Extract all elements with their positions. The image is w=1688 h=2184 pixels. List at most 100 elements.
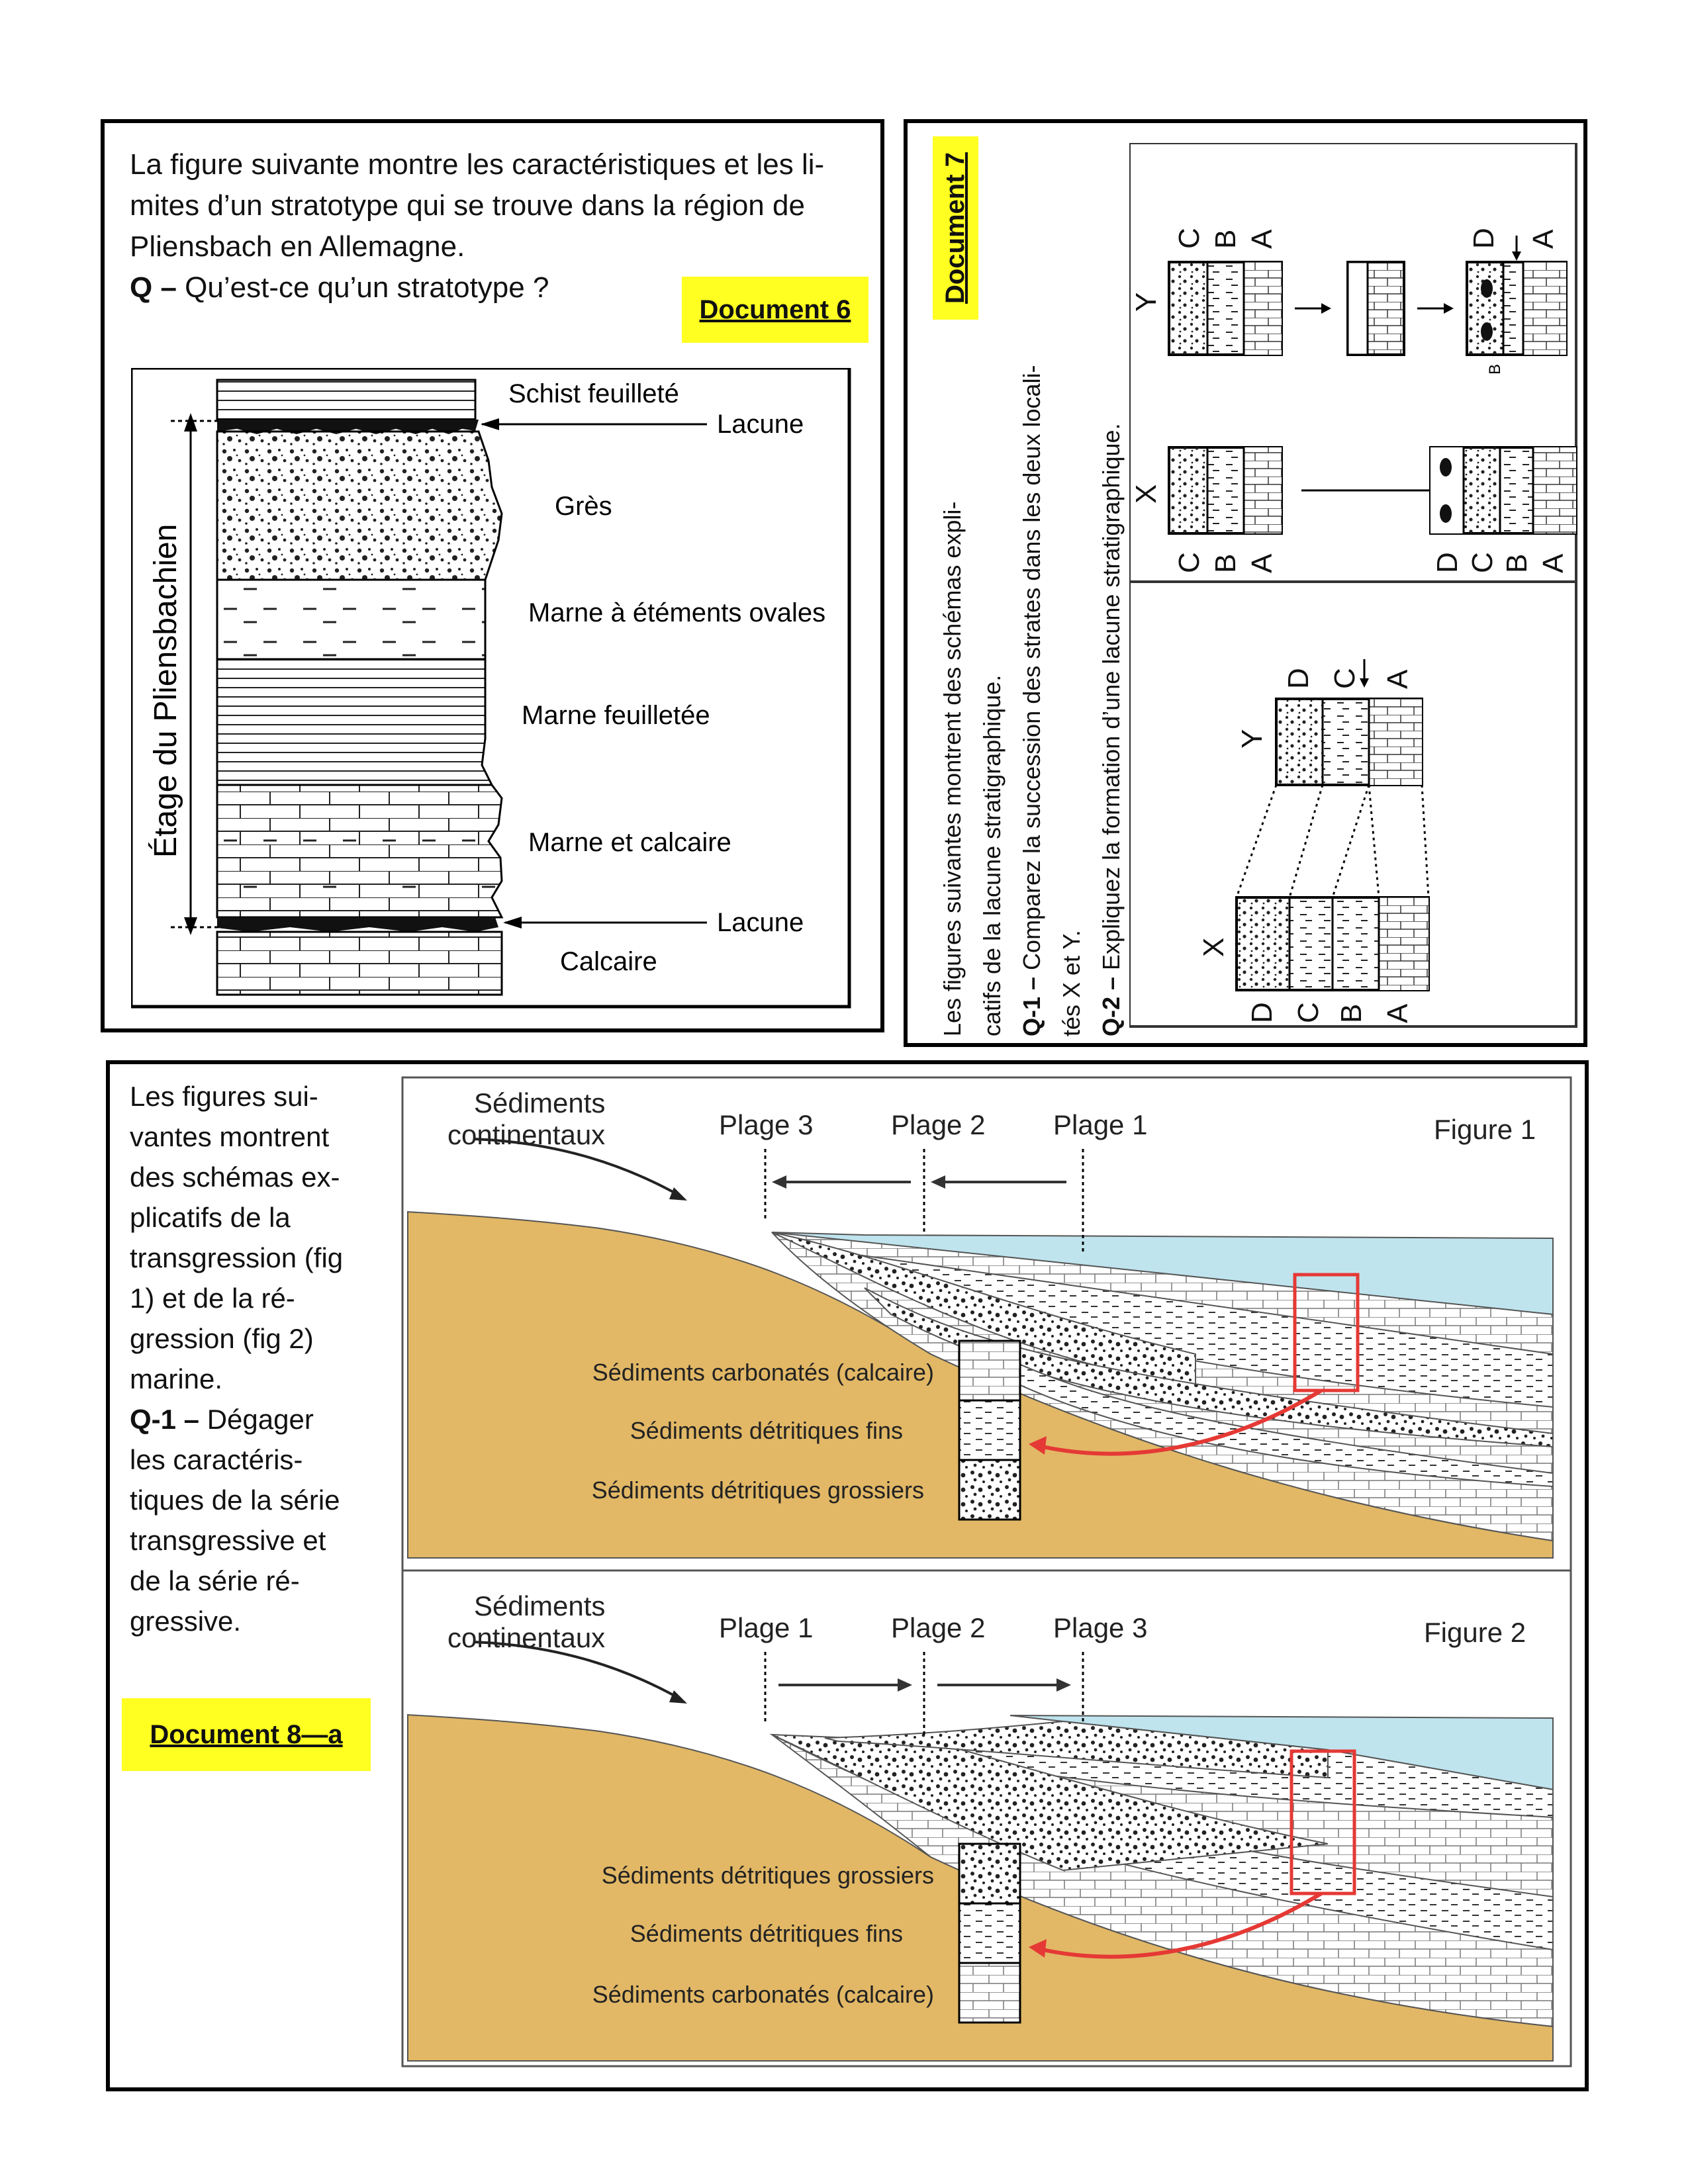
d-label-bottom-x: D [1246,1002,1278,1023]
figure-1: Sédiments continentaux Plage 3 Plage 2 P… [407,1083,1566,1565]
doc8-intro-line-1: vantes montrent [130,1121,330,1152]
doc7-q1-text: Comparez la succession des strates dans … [1018,365,1045,977]
doc7-q2: Q-2 – Expliquez la formation d’une lacun… [1092,365,1131,1036]
b-label-x2: B [1501,554,1533,573]
figure-2: Sédiments continentaux Plage 1 Plage 2 P… [407,1579,1566,2062]
y-label-bottom: Y [1236,729,1268,749]
document-8a-panel: Les figures sui- vantes montrent des sch… [106,1060,1589,2091]
doc7-q1-line2: tés X et Y. [1058,930,1085,1036]
stage-label: Étage du Pliensbachien [148,524,183,858]
x-column-initial [1168,446,1283,535]
doc7-line2: catifs de la lacune stratigraphique. [978,674,1006,1036]
doc7-q2-text: Expliquez la formation d’une lacune stra… [1098,423,1125,977]
a-label-top-final: A [1527,229,1560,249]
doc8-intro-line-3: plicatifs de la [130,1202,291,1233]
fig1-legend-0: Sédiments carbonatés (calcaire) [592,1359,934,1386]
a-label-top: A [1246,229,1278,249]
c-label-x2: C [1466,552,1499,573]
label-marne-feuilletee: Marne feuilletée [522,701,710,730]
doc6-text-line1: La figure suivante montre les caractéris… [130,148,825,181]
fig2-legend-2: Sédiments carbonatés (calcaire) [592,1981,934,2008]
doc8-intro-line-4: transgression (fig [130,1242,344,1273]
d-label-top-final: D [1468,228,1500,249]
c-label-bottom-x: C [1292,1002,1325,1023]
b-label-small: B [1486,364,1504,375]
fig1-plage-1: Plage 1 [1053,1109,1147,1140]
label-marne-calcaire: Marne et calcaire [528,828,731,857]
fig2-continental-1: Sédiments [474,1590,605,1621]
c-label-bottom-y: C [1329,668,1361,689]
a-label-bottom-y: A [1382,669,1414,689]
b-label-top: B [1209,230,1242,249]
fig1-plage-2: Plage 2 [891,1109,985,1140]
b-label-x1: B [1209,554,1242,573]
doc6-text-line3: Pliensbach en Allemagne. [130,230,465,263]
y-correlation-column [1275,698,1423,786]
doc8-intro-line-0: Les figures sui- [130,1081,318,1112]
doc6-badge: Document 6 [682,277,868,343]
doc6-question-text: Qu’est-ce qu’un stratotype ? [176,271,549,304]
b-label-bottom-x: B [1335,1004,1368,1023]
transgression-regression-figures: Sédiments continentaux Plage 3 Plage 2 P… [401,1076,1572,2068]
label-calcaire: Calcaire [560,947,657,976]
doc8-badge: Document 8—a [122,1698,371,1771]
doc6-question: Q – Qu’est-ce qu’un stratotype ? [130,267,549,308]
label-lacune-bottom: Lacune [717,908,804,937]
lacune-diagrams: Y C B A D A X C B A D C B A B [1129,143,1577,1028]
fig1-legend-1: Sédiments détritiques fins [630,1417,903,1444]
document-7-panel: Document 7 Les figures suivantes montren… [904,119,1587,1047]
d-label-x2: D [1431,552,1464,573]
fig2-plage-3: Plage 3 [1053,1612,1147,1643]
y-column-eroded [1346,261,1405,356]
doc8-intro: Les figures sui- vantes montrent des sch… [130,1076,343,1641]
label-schist: Schist feuilleté [508,379,679,408]
fig1-legend-2: Sédiments détritiques grossiers [592,1477,924,1504]
doc7-badge-wrap: Document 7 [933,136,978,320]
fig2-continental-2: continentaux [447,1622,605,1653]
doc7-q2-label: Q-2 – [1098,976,1125,1036]
y-column-initial [1168,261,1283,356]
label-gres: Grès [555,492,612,521]
doc7-badge: Document 7 [933,136,978,320]
x-correlation-column [1235,896,1430,991]
fig1-continental-2: continentaux [447,1119,605,1150]
doc8-q1-line-2: tiques de la série [130,1484,340,1516]
fig2-plage-1: Plage 1 [719,1612,813,1643]
y-label-top: Y [1130,293,1162,312]
label-lacune-top: Lacune [717,410,804,439]
doc7-q1-label: Q-1 – [1018,976,1045,1036]
doc8-q1-line-3: transgressive et [130,1525,326,1556]
doc8-q1-line-5: gressive. [130,1606,242,1637]
y-column-final [1466,261,1568,356]
label-marne-ovale: Marne à étéments ovales [528,598,825,627]
fig2-title: Figure 2 [1424,1617,1526,1648]
a-label-bottom-x: A [1382,1003,1414,1023]
c-label-top: C [1173,228,1205,249]
doc8-q1-line-4: de la série ré- [130,1565,300,1596]
fig1-continental-1: Sédiments [474,1087,605,1118]
doc7-text: Les figures suivantes montrent des schém… [933,365,1131,1036]
fig1-title: Figure 1 [1434,1114,1536,1145]
doc6-text-line2: mites d’un stratotype qui se trouve dans… [130,189,805,222]
x-column-final [1429,446,1577,535]
doc8-q1-first: Dégager [199,1404,314,1435]
doc7-q1: Q-1 – Comparez la succession des strates… [1012,365,1052,1036]
fig1-plage-3: Plage 3 [719,1109,813,1140]
a-label-x1: A [1246,553,1278,573]
stratotype-figure: Schist feuilleté Lacune Grès Marne à été… [131,368,851,1009]
doc8-q1-line-1: les caractéris- [130,1444,303,1475]
fig2-legend-1: Sédiments détritiques fins [630,1920,903,1947]
doc8-q1-label: Q-1 – [130,1404,200,1435]
doc8-intro-line-6: gression (fig 2) [130,1323,314,1354]
document-6-panel: La figure suivante montre les caractéris… [101,119,884,1032]
c-label-x1: C [1173,552,1205,573]
doc8-intro-line-5: 1) et de la ré- [130,1283,295,1314]
a-label-x2: A [1537,553,1570,573]
doc6-question-label: Q – [130,271,177,304]
d-label-bottom-y: D [1282,668,1315,689]
fig2-legend-0: Sédiments détritiques grossiers [602,1862,934,1889]
doc8-q1-line-0: Q-1 – Dégager [130,1399,343,1439]
x-label-bottom: X [1197,938,1230,957]
fig2-plage-2: Plage 2 [891,1612,985,1643]
x-label-top: X [1130,484,1162,504]
